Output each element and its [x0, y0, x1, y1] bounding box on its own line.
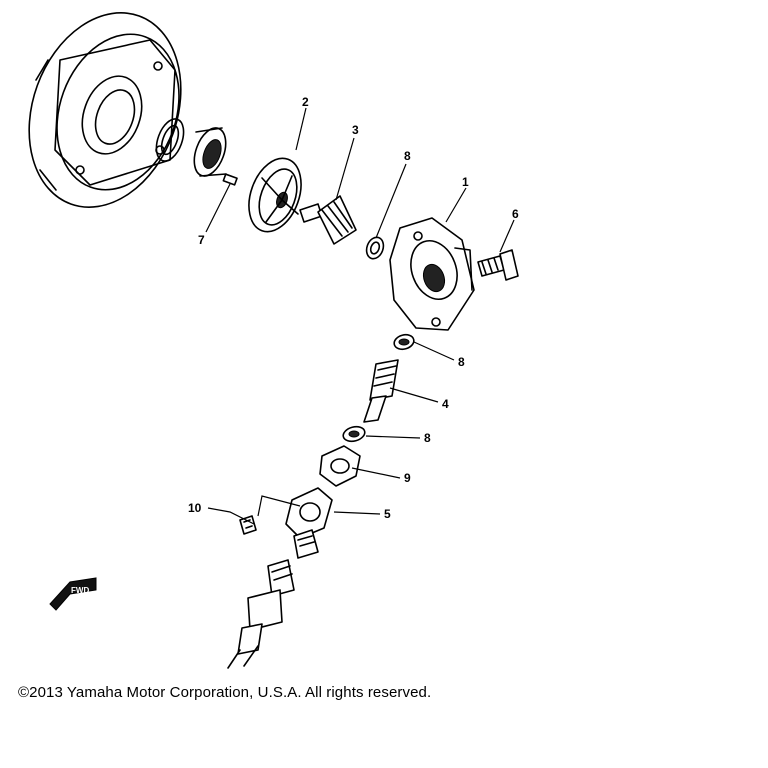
fwd-label: FWD	[71, 586, 89, 595]
oil-seal	[155, 118, 185, 162]
copyright-notice: ©2013 Yamaha Motor Corporation, U.S.A. A…	[18, 684, 432, 701]
bolt	[477, 249, 519, 281]
cable-joint	[285, 487, 333, 559]
callout-7: 7	[198, 233, 205, 247]
callout-9: 9	[404, 471, 411, 485]
bearing	[193, 127, 227, 177]
worm-gear	[299, 195, 357, 245]
callout-3: 3	[352, 123, 359, 137]
callout-labels: 2 3 8 1 6 7 8 4 8 9 5 10	[188, 95, 519, 521]
dowel-pin	[222, 173, 238, 186]
gear-housing	[389, 217, 475, 331]
speedometer-cable	[227, 559, 295, 669]
callout-10: 10	[188, 501, 202, 515]
callout-8-top: 8	[404, 149, 411, 163]
washer-top	[365, 236, 385, 260]
washer-lower	[342, 425, 366, 443]
callout-1: 1	[462, 175, 469, 189]
callout-8-middle: 8	[458, 355, 465, 369]
fwd-arrow-icon: FWD	[49, 577, 97, 611]
washer-middle	[393, 333, 415, 351]
leader-lines	[205, 107, 515, 525]
callout-5: 5	[384, 507, 391, 521]
callout-4: 4	[442, 397, 449, 411]
callout-2: 2	[302, 95, 309, 109]
callout-8-lower: 8	[424, 431, 431, 445]
driven-gear	[363, 359, 399, 423]
callout-6: 6	[512, 207, 519, 221]
drive-gear	[248, 157, 302, 233]
crankcase-cover	[28, 12, 182, 208]
gasket	[319, 445, 361, 487]
